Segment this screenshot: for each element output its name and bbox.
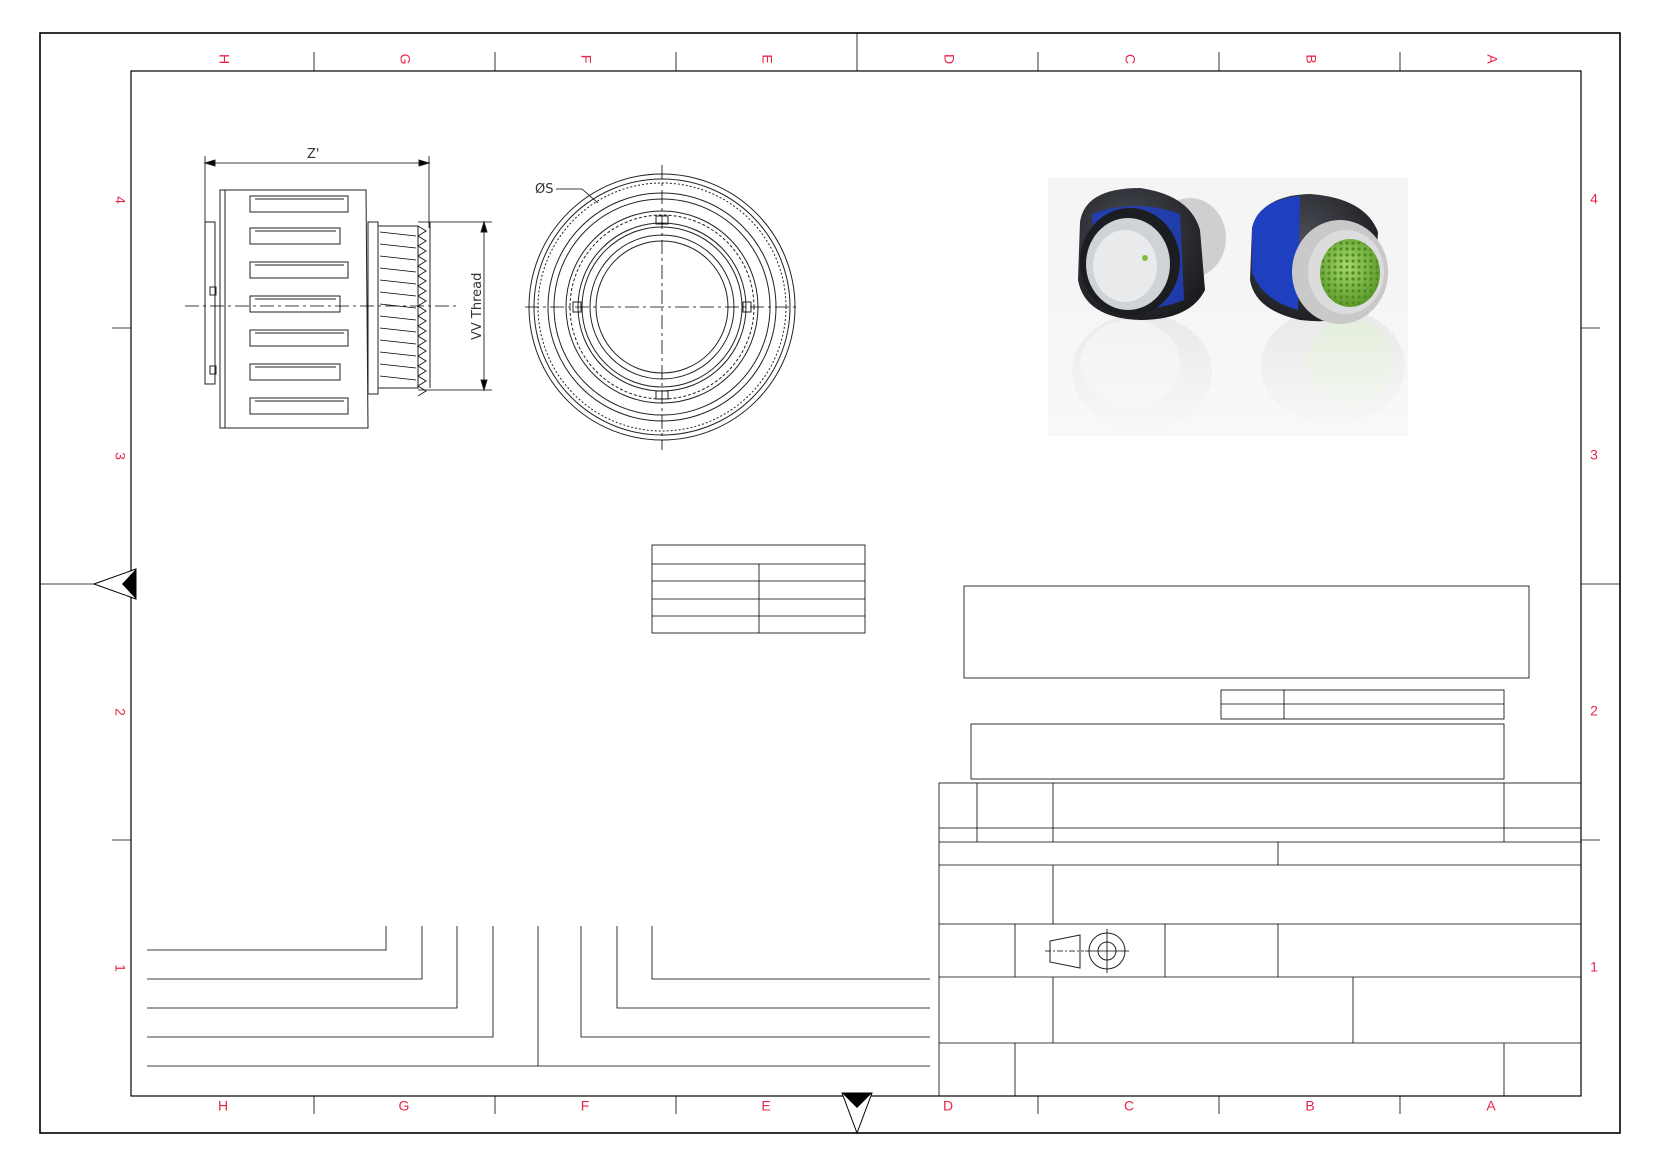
zone-label-left-1: 1 bbox=[112, 964, 128, 972]
thread-line bbox=[379, 375, 417, 381]
zone-label-top-B: B bbox=[1303, 54, 1319, 63]
zone-label-top-C: C bbox=[1122, 54, 1138, 64]
dimension-thread-label: VV Thread bbox=[470, 273, 485, 340]
connector-rear-render bbox=[1250, 194, 1388, 324]
zone-label-top-H: H bbox=[216, 54, 232, 64]
body-slot bbox=[249, 397, 349, 415]
zone-label-top-G: G bbox=[397, 54, 413, 65]
zone-label-left-2: 2 bbox=[112, 708, 128, 716]
zone-label-top-E: E bbox=[759, 54, 775, 63]
zone-label-bottom-H: H bbox=[218, 1098, 228, 1114]
zone-label-bottom-G: G bbox=[399, 1098, 410, 1114]
thread-line bbox=[379, 255, 417, 261]
zone-label-left-3: 3 bbox=[112, 452, 128, 460]
zone-label-bottom-C: C bbox=[1124, 1098, 1134, 1114]
zone-label-top-A: A bbox=[1484, 54, 1500, 64]
thread-line bbox=[379, 315, 417, 321]
dimension-diameter-label: ØS bbox=[535, 182, 553, 197]
zone-label-right-2: 2 bbox=[1590, 703, 1598, 719]
title-block bbox=[938, 782, 1582, 1097]
body-slot bbox=[249, 329, 349, 347]
thread-line bbox=[379, 363, 417, 369]
zone-label-right-4: 4 bbox=[1590, 191, 1598, 207]
zone-labels-left: 4 3 2 1 bbox=[112, 196, 128, 972]
render-panel bbox=[1048, 178, 1408, 436]
thread-line bbox=[379, 279, 417, 285]
dimension-length-label: Z' bbox=[307, 147, 319, 162]
notes-box bbox=[963, 585, 1530, 679]
zone-label-bottom-B: B bbox=[1305, 1098, 1314, 1114]
zone-label-bottom-D: D bbox=[943, 1098, 953, 1114]
zone-label-bottom-F: F bbox=[581, 1098, 590, 1114]
body-slot bbox=[249, 261, 349, 279]
revision-mini-table bbox=[1220, 689, 1505, 720]
body-slot bbox=[249, 295, 341, 313]
zone-label-bottom-A: A bbox=[1486, 1098, 1496, 1114]
zone-label-bottom-E: E bbox=[761, 1098, 770, 1114]
thread-line bbox=[379, 351, 417, 357]
info-box bbox=[970, 723, 1505, 780]
connector-side-view bbox=[185, 156, 492, 429]
thread-line bbox=[379, 231, 417, 237]
outer-border bbox=[39, 32, 1621, 1134]
body-slot bbox=[249, 195, 349, 213]
body-slot bbox=[249, 227, 341, 245]
body-slot bbox=[249, 363, 341, 381]
thread-line bbox=[379, 339, 417, 345]
zone-label-top-F: F bbox=[578, 55, 594, 64]
connector-front-view-drawing bbox=[525, 165, 798, 450]
approval-leader-lines bbox=[147, 926, 930, 1067]
thread-line bbox=[379, 267, 417, 273]
projection-symbol-icon bbox=[1045, 929, 1129, 973]
zone-labels-right: 4 3 2 1 bbox=[1590, 191, 1598, 975]
dimension-table bbox=[651, 544, 866, 634]
centering-mark-left bbox=[92, 568, 137, 600]
thread-line bbox=[379, 327, 417, 333]
zone-label-right-3: 3 bbox=[1590, 447, 1598, 463]
centering-mark-bottom bbox=[841, 1092, 873, 1135]
thread-line bbox=[379, 243, 417, 249]
thread-line bbox=[379, 291, 417, 297]
connector-front-render bbox=[1078, 188, 1226, 320]
zone-label-right-1: 1 bbox=[1590, 959, 1598, 975]
zone-label-left-4: 4 bbox=[112, 196, 128, 204]
zone-label-top-D: D bbox=[941, 54, 957, 64]
